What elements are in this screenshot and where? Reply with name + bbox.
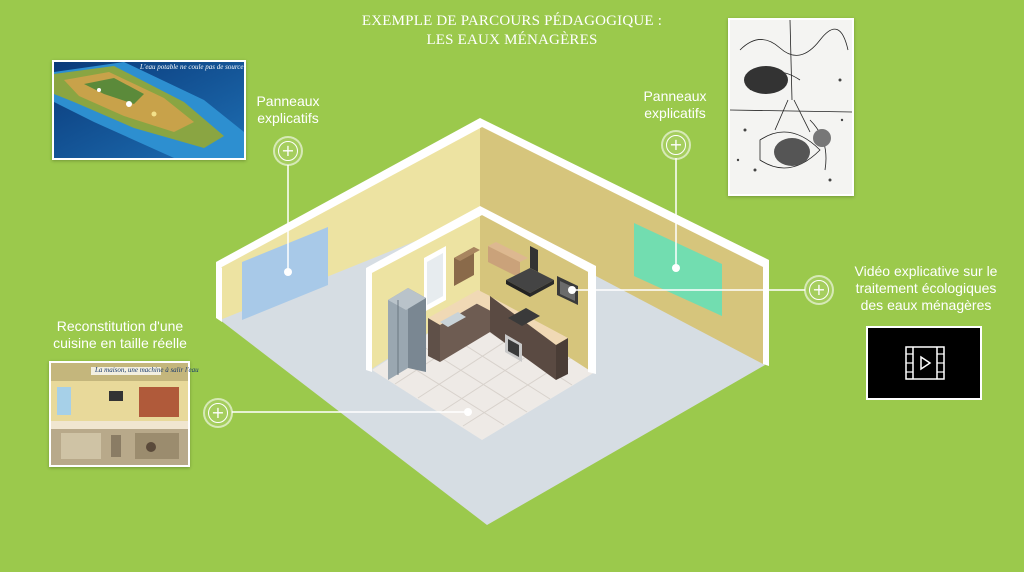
label-panel-right-line-1: Panneaux (643, 88, 707, 104)
engraving-image (730, 20, 852, 194)
hotspot-video-plus-icon[interactable] (804, 275, 834, 305)
label-kitchen-line-2: cuisine en taille réelle (53, 335, 187, 351)
thumbnail-engraving[interactable] (728, 18, 854, 196)
label-kitchen: Reconstitution d'une cuisine en taille r… (34, 318, 206, 352)
range-hood (530, 246, 538, 272)
title-line-2: LES EAUX MÉNAGÈRES (426, 32, 598, 48)
page-title: EXEMPLE DE PARCOURS PÉDAGOGIQUE : LES EA… (300, 12, 724, 50)
label-video-line-3: des eaux ménagères (860, 297, 992, 313)
sink (440, 312, 466, 327)
thumbnail-kitchen-photo[interactable]: La maison, une machine à salir l'eau (49, 361, 199, 467)
kitchen-photo-caption: La maison, une machine à salir l'eau (95, 366, 199, 374)
label-panel-left-line-2: explicatifs (257, 110, 319, 126)
label-video: Vidéo explicative sur le traitement écol… (836, 263, 1016, 314)
title-line-1: EXEMPLE DE PARCOURS PÉDAGOGIQUE : (361, 13, 663, 29)
upper-cabinet-right (488, 246, 520, 278)
water-map-caption: L'eau potable ne coule pas de source (140, 63, 244, 71)
hotspot-panel-left-plus-icon[interactable] (273, 136, 303, 166)
label-kitchen-line-1: Reconstitution d'une (56, 318, 184, 334)
video-thumbnail[interactable] (866, 326, 982, 400)
kitchen-floor (372, 300, 595, 440)
thumbnail-water-map[interactable]: L'eau potable ne coule pas de source (52, 60, 246, 160)
hotspot-panel-right-plus-icon[interactable] (661, 130, 691, 160)
kitchen-photo-image (51, 363, 188, 465)
right-wall (480, 122, 765, 365)
hotspot-kitchen-plus-icon[interactable] (203, 398, 233, 428)
water-map-image (54, 62, 244, 158)
label-panel-left: Panneaux explicatifs (236, 93, 340, 127)
label-video-line-1: Vidéo explicative sur le (854, 263, 998, 279)
label-panel-right-line-2: explicatifs (644, 105, 706, 121)
label-video-line-2: traitement écologiques (855, 280, 997, 296)
cooktop (508, 308, 540, 326)
label-panel-right: Panneaux explicatifs (623, 88, 727, 122)
film-play-icon (905, 346, 945, 380)
label-panel-left-line-1: Panneaux (256, 93, 320, 109)
